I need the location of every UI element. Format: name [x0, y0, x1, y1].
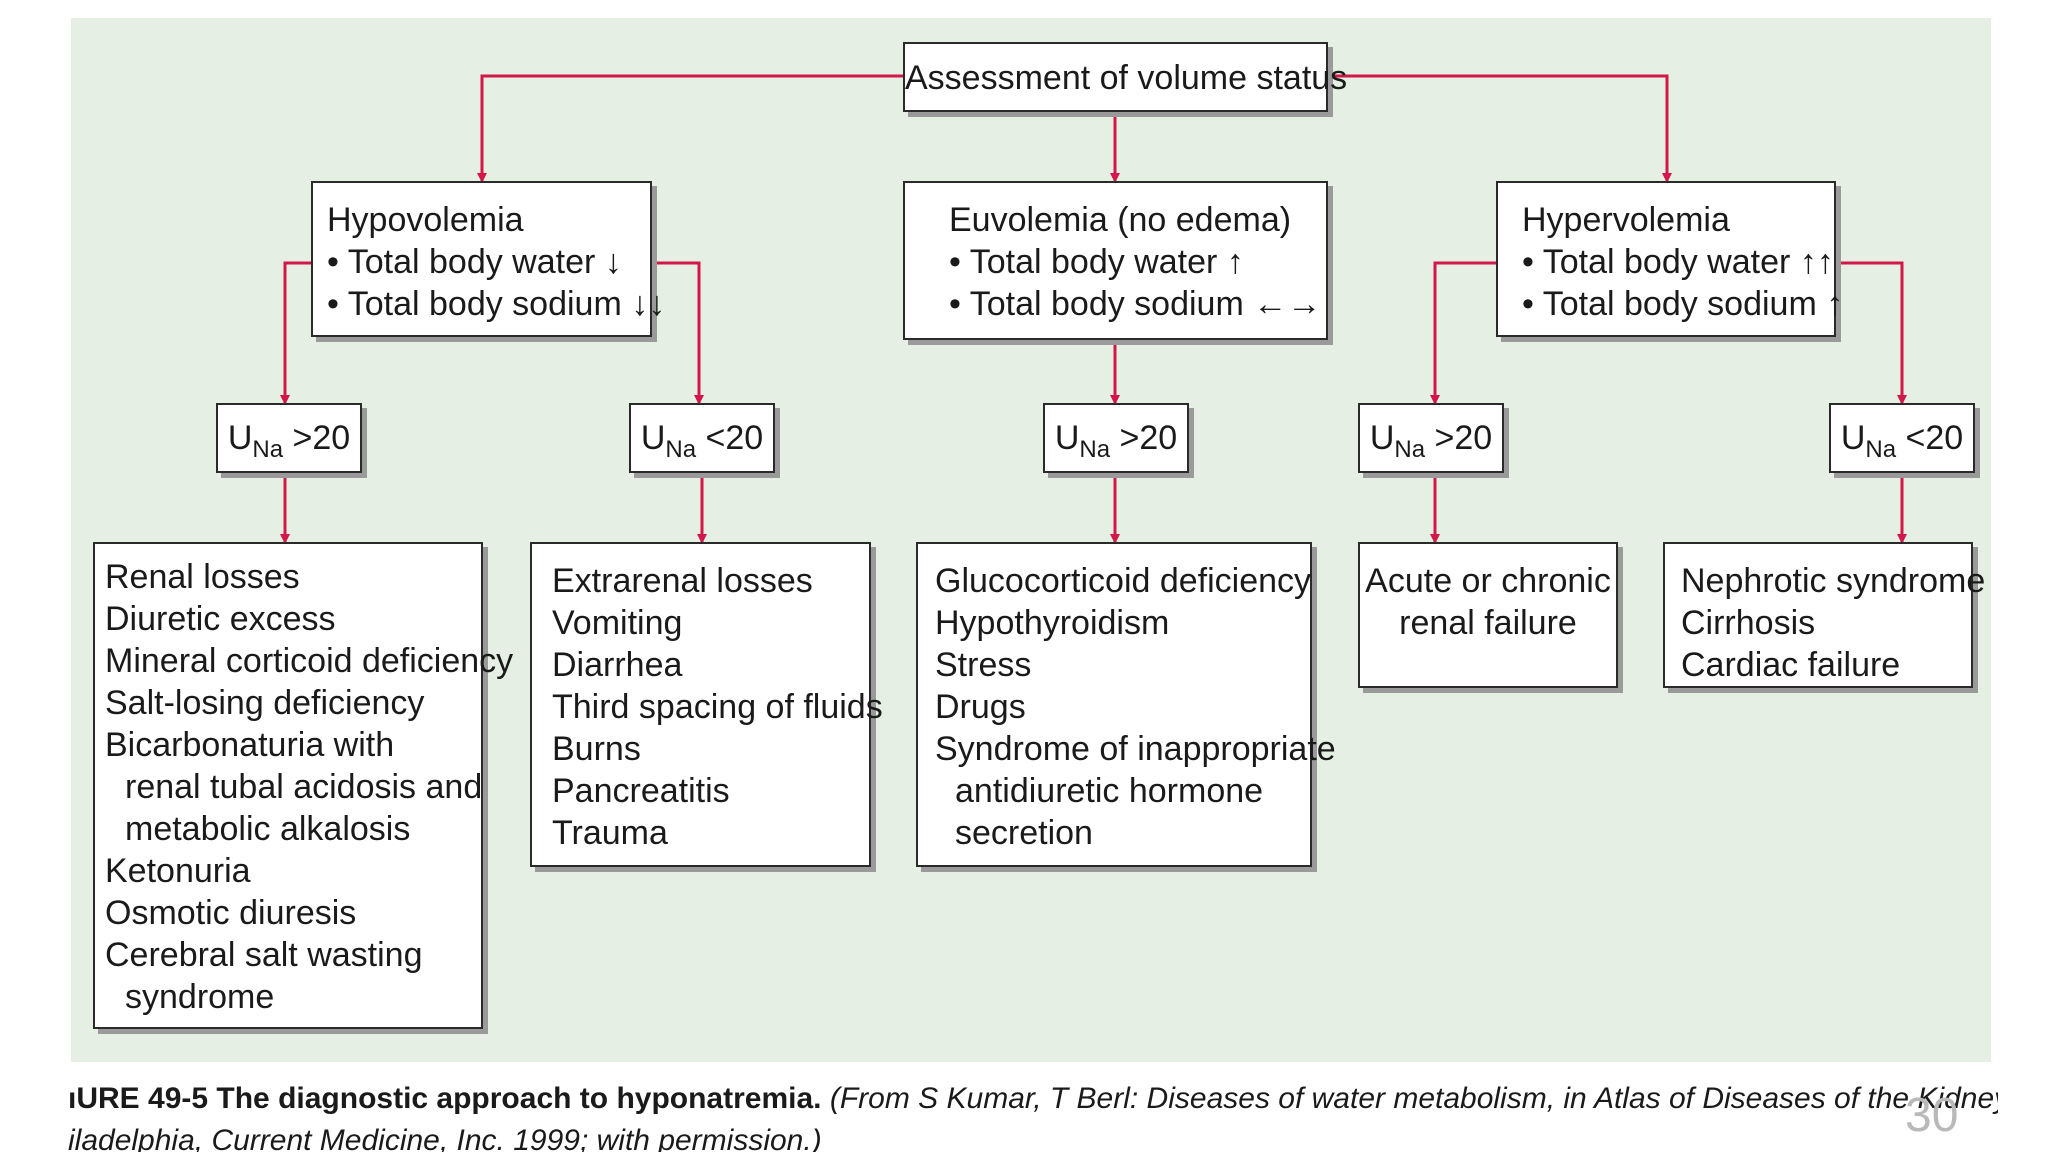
una-label: U — [1840, 419, 1866, 457]
cause-item: Hypothyroidism — [935, 604, 1170, 642]
arrow-hypo-to-una-gt20 — [280, 261, 311, 405]
arrow-root-to-hypovolemia — [477, 74, 903, 183]
cause-item: Pancreatitis — [552, 772, 730, 810]
una-label: U — [227, 419, 253, 457]
cause-item: renal failure — [1399, 604, 1577, 642]
una-box-2: UNa <20 — [629, 403, 775, 473]
una-box-1: UNa >20 — [216, 403, 362, 473]
una-label: U — [1369, 419, 1395, 457]
cause-item: Diuretic excess — [105, 600, 336, 638]
category-title: Hypovolemia — [327, 201, 524, 239]
cause-item: antidiuretic hormone — [955, 772, 1264, 810]
cause-item: renal tubal acidosis and — [125, 768, 483, 806]
cause-item: Syndrome of inappropriate — [935, 730, 1336, 768]
cause-item: Bicarbonaturia with — [105, 726, 395, 764]
cause-item: Extrarenal losses — [552, 562, 813, 600]
cause-item: secretion — [955, 814, 1093, 852]
una-subscript: Na — [1079, 436, 1111, 463]
una-subscript: Na — [252, 436, 284, 463]
hypovolemia-box: Hypovolemia • Total body water ↓ • Total… — [311, 181, 666, 337]
causes-box-2: Extrarenal losses Vomiting Diarrhea Thir… — [530, 542, 883, 867]
cause-item: Mineral corticoid deficiency — [105, 642, 514, 680]
cause-item: Osmotic diuresis — [105, 894, 357, 932]
cause-item: Acute or chronic — [1365, 562, 1611, 600]
cause-item: Renal losses — [105, 558, 300, 596]
cause-item: Stress — [935, 646, 1032, 684]
euvolemia-box: Euvolemia (no edema) • Total body water … — [903, 181, 1328, 340]
arrow-hyper-to-una-gt20 — [1430, 261, 1496, 405]
figure-title: The diagnostic approach to hyponatremia. — [216, 1082, 822, 1115]
cause-item: Nephrotic syndrome — [1681, 562, 1986, 600]
cause-item: Burns — [552, 730, 641, 768]
una-box-4: UNa >20 — [1358, 403, 1504, 473]
arrow-hyper-to-una-lt20 — [1836, 261, 1907, 405]
cause-item: Trauma — [552, 814, 668, 852]
figure-number: ıURE 49-5 — [68, 1082, 209, 1115]
una-value: >20 — [1425, 419, 1493, 457]
category-bullet: • Total body water ↑ — [949, 243, 1244, 281]
causes-box-4: Acute or chronic renal failure — [1358, 542, 1618, 688]
root-box: Assessment of volume status — [903, 42, 1348, 112]
una-subscript: Na — [665, 436, 697, 463]
cause-item: Drugs — [935, 688, 1026, 726]
cause-item: Glucocorticoid deficiency — [935, 562, 1312, 600]
una-value: >20 — [1110, 419, 1178, 457]
cause-item: Vomiting — [552, 604, 683, 642]
una-label: U — [1054, 419, 1080, 457]
root-title: Assessment of volume status — [905, 59, 1348, 97]
category-bullet: • Total body sodium ←→ — [949, 285, 1322, 323]
causes-box-5: Nephrotic syndrome Cirrhosis Cardiac fai… — [1663, 542, 1986, 688]
cause-item: Ketonuria — [105, 852, 251, 890]
arrow-hypo-to-una-lt20 — [652, 261, 704, 405]
causes-box-1: Renal losses Diuretic excess Mineral cor… — [93, 542, 514, 1029]
arrow-root-to-hypervolemia — [1328, 74, 1672, 183]
cause-item: Cerebral salt wasting — [105, 936, 423, 974]
una-value: <20 — [1896, 419, 1964, 457]
una-value: <20 — [696, 419, 764, 457]
category-bullet: • Total body sodium ↑ — [1522, 285, 1844, 323]
cause-item: Third spacing of fluids — [552, 688, 883, 726]
cause-item: syndrome — [125, 978, 275, 1016]
category-bullet: • Total body water ↓ — [327, 243, 622, 281]
figure-caption: ıURE 49-5 The diagnostic approach to hyp… — [68, 1080, 1998, 1152]
causes-box-3: Glucocorticoid deficiency Hypothyroidism… — [916, 542, 1336, 867]
cause-item: Cirrhosis — [1681, 604, 1816, 642]
cause-item: Salt-losing deficiency — [105, 684, 425, 722]
category-title: Hypervolemia — [1522, 201, 1730, 239]
figure-source-line2: iladelphia, Current Medicine, Inc. 1999;… — [68, 1124, 822, 1152]
figure-source: (From S Kumar, T Berl: Diseases of water… — [829, 1082, 1998, 1115]
category-bullet: • Total body sodium ↓↓ — [327, 285, 666, 323]
category-title: Euvolemia (no edema) — [949, 201, 1292, 239]
una-box-5: UNa <20 — [1829, 403, 1975, 473]
page-number: 30 — [1905, 1089, 1959, 1142]
una-label: U — [640, 419, 666, 457]
una-subscript: Na — [1865, 436, 1897, 463]
cause-item: Cardiac failure — [1681, 646, 1901, 684]
cause-item: metabolic alkalosis — [125, 810, 411, 848]
una-subscript: Na — [1394, 436, 1426, 463]
una-box-3: UNa >20 — [1043, 403, 1189, 473]
category-bullet: • Total body water ↑↑ — [1522, 243, 1834, 281]
cause-item: Diarrhea — [552, 646, 683, 684]
una-value: >20 — [283, 419, 351, 457]
hypervolemia-box: Hypervolemia • Total body water ↑↑ • Tot… — [1496, 181, 1844, 337]
